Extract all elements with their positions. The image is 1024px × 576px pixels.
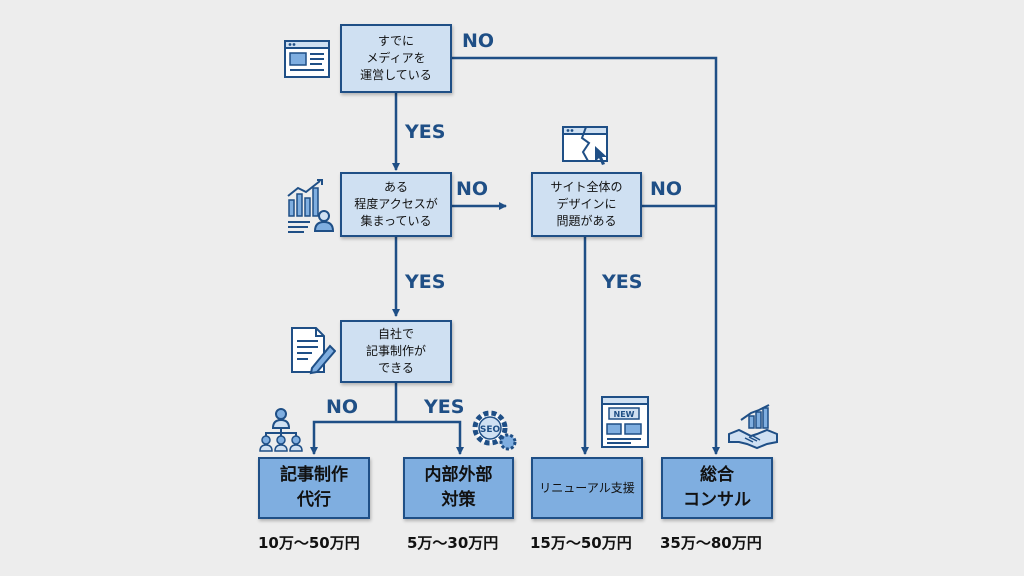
label-q1-no: NO	[462, 30, 495, 52]
price-seo-measures: 5万〜30万円	[407, 534, 499, 552]
outcome-renewal-support: リニューアル支援	[531, 457, 643, 519]
label-q3-yes: YES	[424, 396, 465, 418]
broken-browser-icon	[562, 126, 608, 165]
label-q3-no: NO	[326, 396, 359, 418]
label-q1-yes: YES	[405, 121, 446, 143]
seo-badge-text: SEO	[480, 425, 501, 435]
price-article-production: 10万〜50万円	[258, 534, 360, 552]
question-design-issue: サイト全体の デザインに 問題がある	[531, 172, 642, 237]
analytics-person-icon	[287, 179, 335, 233]
browser-window-icon	[284, 40, 330, 78]
handshake-growth-icon	[728, 404, 778, 450]
team-org-icon	[259, 408, 303, 452]
label-q4-no: NO	[650, 178, 683, 200]
outcome-seo-measures: 内部外部 対策	[403, 457, 514, 519]
seo-gear-icon: SEO	[472, 410, 517, 451]
question-running-media: すでに メディアを 運営している	[340, 24, 452, 93]
label-q4-yes: YES	[602, 271, 643, 293]
label-q2-yes: YES	[405, 271, 446, 293]
outcome-article-production: 記事制作 代行	[258, 457, 370, 519]
price-general-consulting: 35万〜80万円	[660, 534, 762, 552]
connector-q3-yes	[396, 420, 464, 455]
document-pen-icon	[291, 327, 336, 375]
new-webpage-icon: NEW	[601, 396, 649, 448]
question-in-house-articles: 自社で 記事制作が できる	[340, 320, 452, 383]
connector-q3-no	[310, 420, 396, 455]
new-badge-text: NEW	[614, 410, 635, 419]
label-q2-no: NO	[456, 178, 489, 200]
question-has-traffic: ある 程度アクセスが 集まっている	[340, 172, 452, 237]
price-renewal-support: 15万〜50万円	[530, 534, 632, 552]
connector-q1-no	[452, 56, 720, 455]
outcome-general-consulting: 総合 コンサル	[661, 457, 773, 519]
